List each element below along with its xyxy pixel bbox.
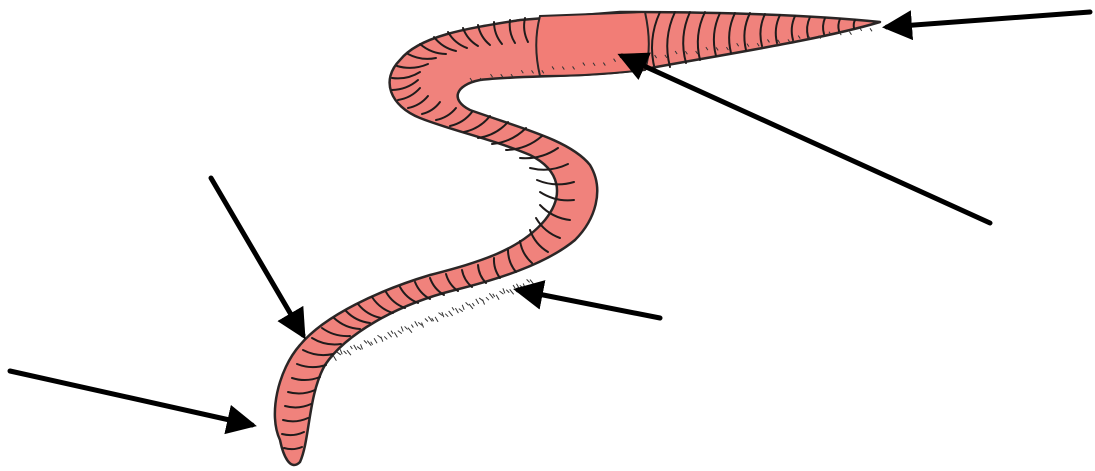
seta	[367, 341, 371, 346]
seta	[415, 321, 418, 326]
seta	[405, 326, 408, 329]
arrow-setae	[518, 290, 660, 318]
seta	[455, 308, 458, 313]
seta	[347, 350, 351, 355]
seta	[483, 300, 485, 305]
seta	[371, 342, 373, 345]
seta	[510, 289, 514, 294]
seta	[476, 299, 479, 304]
seta	[496, 295, 499, 300]
clitellum	[536, 12, 649, 76]
seta	[466, 302, 469, 305]
seta	[357, 347, 361, 350]
seta	[452, 307, 454, 310]
arrow-anus	[10, 371, 252, 425]
seta	[361, 344, 363, 349]
worm-body-outline	[275, 12, 880, 465]
seta	[340, 349, 342, 354]
seta	[391, 331, 393, 334]
seta	[445, 314, 448, 317]
seta	[499, 291, 503, 294]
seta	[513, 285, 515, 288]
seta	[472, 303, 474, 306]
seta	[486, 297, 489, 300]
seta	[503, 288, 505, 293]
seta	[435, 317, 438, 322]
seta	[394, 332, 397, 337]
seta	[384, 336, 387, 339]
seta	[506, 290, 509, 293]
seta	[333, 356, 336, 361]
seta	[350, 346, 352, 349]
seta	[469, 304, 473, 309]
earthworm-body	[275, 12, 880, 465]
seta	[344, 351, 347, 354]
arrow-clitellum	[622, 56, 990, 223]
seta	[364, 340, 367, 343]
seta	[398, 331, 402, 334]
seta	[449, 311, 453, 316]
seta	[408, 328, 412, 333]
seta	[337, 352, 341, 355]
seta	[530, 280, 534, 285]
arrow-prostomium	[887, 12, 1090, 27]
seta	[527, 279, 530, 282]
seta	[354, 345, 357, 350]
seta	[462, 305, 464, 310]
seta	[388, 332, 392, 337]
seta	[459, 309, 463, 312]
seta	[442, 312, 444, 317]
seta	[401, 326, 403, 331]
seta	[870, 28, 872, 31]
seta	[849, 32, 851, 35]
arrow-segment	[211, 178, 303, 335]
seta	[425, 318, 428, 321]
seta	[411, 325, 413, 328]
seta	[374, 338, 377, 343]
seta	[381, 337, 383, 342]
seta	[493, 294, 495, 297]
